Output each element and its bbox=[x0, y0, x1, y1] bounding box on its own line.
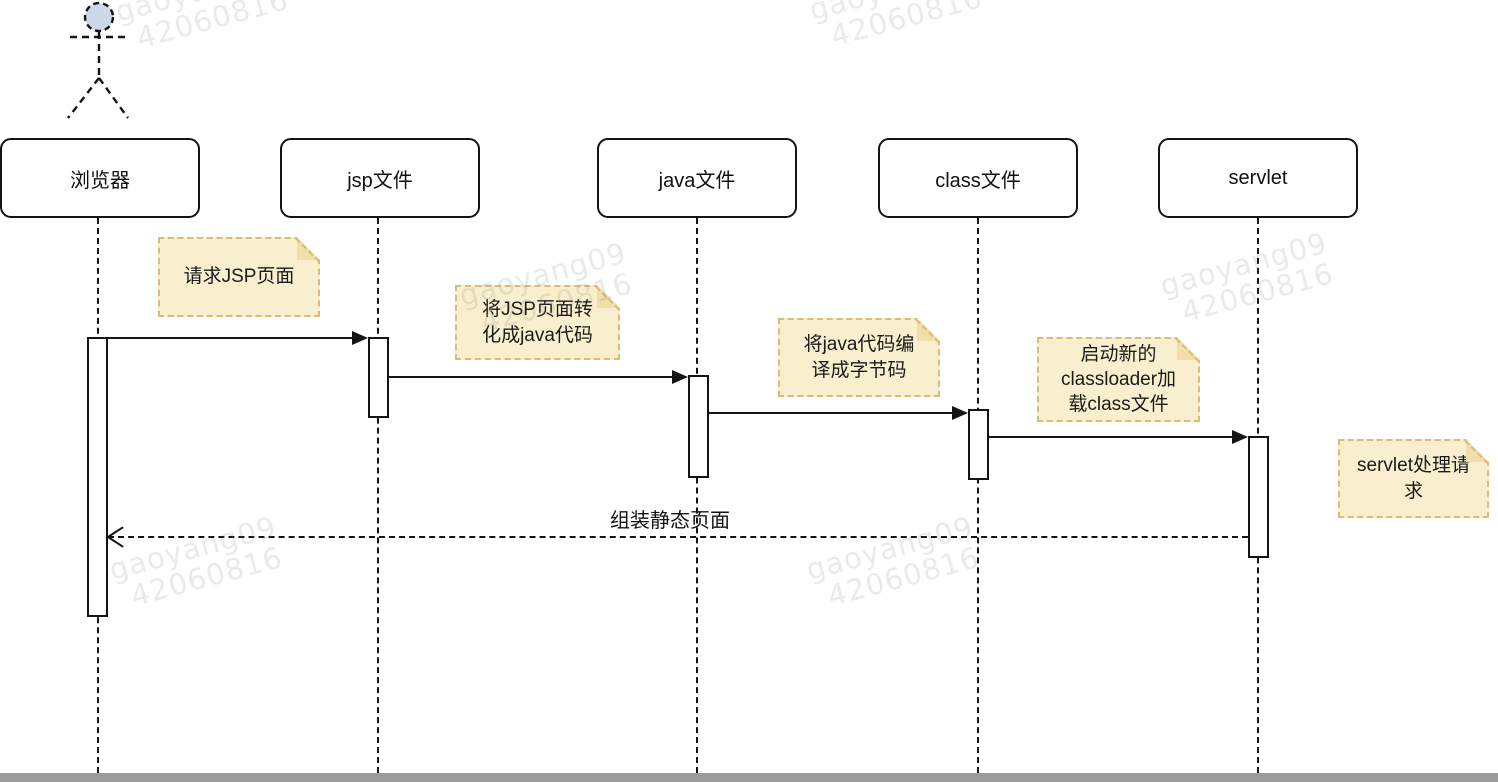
note-text: 将java代码编 译成字节码 bbox=[803, 334, 915, 381]
watermark: gaoyang09 42060816 bbox=[802, 509, 985, 616]
actor-left-leg bbox=[67, 77, 100, 119]
watermark-line2: 42060816 bbox=[127, 540, 287, 614]
watermark: gaoyang09 42060816 bbox=[105, 509, 288, 616]
lifeline-label: java文件 bbox=[658, 169, 736, 192]
watermark-line2: 42060816 bbox=[133, 0, 293, 56]
note-classloader: 启动新的 classloader加 载class文件 bbox=[1037, 337, 1200, 422]
lifeline-box-jsp: jsp文件 bbox=[280, 138, 480, 218]
lifeline-label: servlet bbox=[1228, 166, 1288, 189]
lifeline-label: jsp文件 bbox=[347, 169, 413, 192]
return-message-label: 组装静态页面 bbox=[610, 510, 730, 532]
lifeline-box-servlet: servlet bbox=[1158, 138, 1358, 218]
lifeline-class bbox=[977, 218, 979, 773]
note-text: 启动新的 classloader加 载class文件 bbox=[1060, 343, 1177, 416]
note-text: 请求JSP页面 bbox=[183, 266, 295, 288]
watermark-line1: gaoyang09 bbox=[802, 509, 977, 587]
watermark-line2: 42060816 bbox=[827, 0, 987, 54]
lifeline-label: class文件 bbox=[935, 169, 1021, 192]
lifeline-java bbox=[696, 218, 698, 773]
watermark: gaoyang09 42060816 bbox=[805, 0, 988, 56]
note-text: servlet处理请 求 bbox=[1357, 455, 1470, 502]
note-text: 将JSP页面转 化成java代码 bbox=[482, 299, 593, 346]
watermark: gaoyang09 42060816 bbox=[1156, 225, 1339, 332]
horizontal-scrollbar[interactable] bbox=[0, 773, 1498, 782]
lifeline-box-browser: 浏览器 bbox=[0, 138, 200, 218]
activation-servlet bbox=[1248, 436, 1269, 558]
return-arrow-servlet-to-browser bbox=[108, 536, 1248, 538]
watermark-line1: gaoyang09 bbox=[805, 0, 980, 27]
note-compile-bytecode: 将java代码编 译成字节码 bbox=[778, 318, 940, 397]
watermark-line2: 42060816 bbox=[824, 540, 984, 614]
watermark: gaoyang09 42060816 bbox=[111, 0, 294, 58]
note-jsp-to-java: 将JSP页面转 化成java代码 bbox=[455, 285, 620, 360]
watermark-line1: gaoyang09 bbox=[105, 509, 280, 587]
user-actor-icon bbox=[67, 1, 129, 119]
message-arrow-class-to-servlet bbox=[989, 430, 1248, 444]
note-request-jsp: 请求JSP页面 bbox=[158, 237, 320, 317]
message-arrow-java-to-class bbox=[709, 406, 968, 420]
actor-head bbox=[83, 1, 115, 33]
lifeline-box-java: java文件 bbox=[597, 138, 797, 218]
activation-class bbox=[968, 409, 989, 480]
actor-right-leg bbox=[98, 77, 129, 119]
watermark-line1: gaoyang09 bbox=[1156, 225, 1331, 303]
activation-java bbox=[688, 375, 709, 478]
lifeline-label: 浏览器 bbox=[70, 169, 130, 192]
lifeline-box-class: class文件 bbox=[878, 138, 1078, 218]
note-servlet-handle: servlet处理请 求 bbox=[1338, 439, 1489, 518]
message-arrow-jsp-to-java bbox=[388, 370, 688, 384]
activation-browser bbox=[87, 337, 108, 617]
lifeline-jsp bbox=[377, 218, 379, 773]
message-arrow-browser-to-jsp bbox=[107, 331, 368, 345]
activation-jsp bbox=[368, 337, 389, 418]
